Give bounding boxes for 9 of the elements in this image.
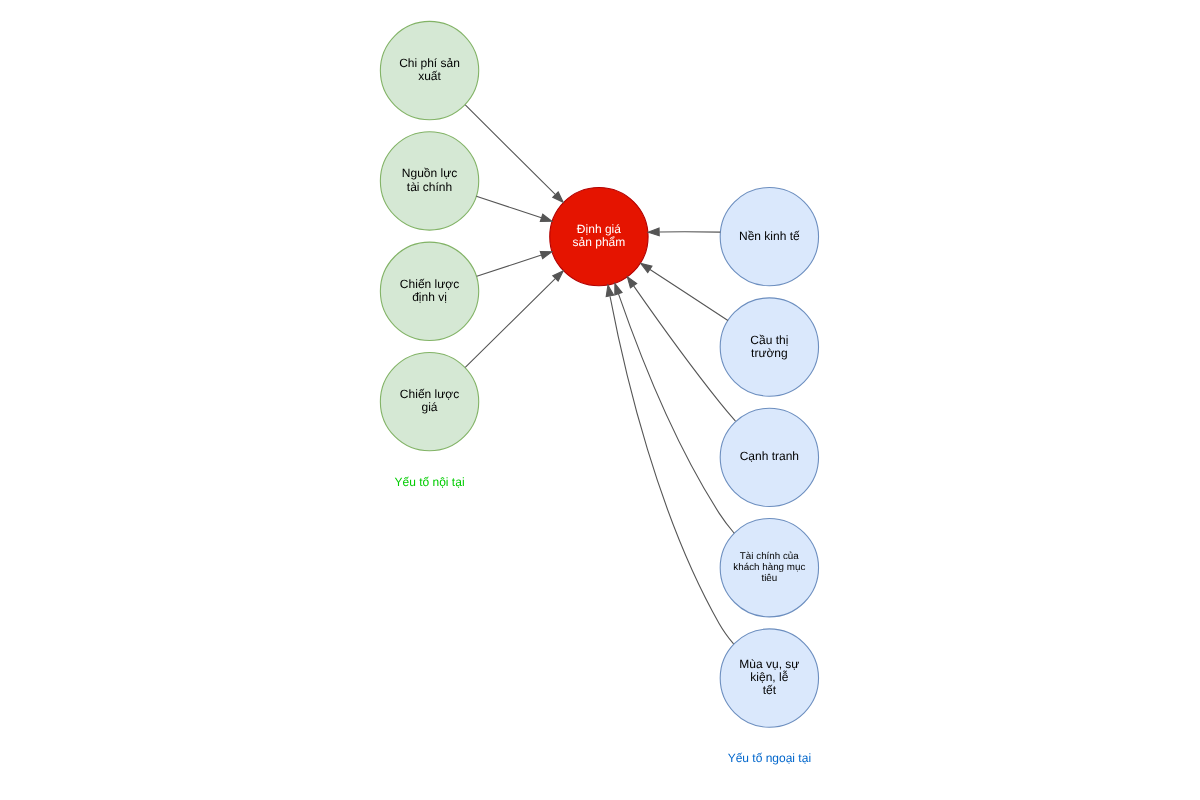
arrow [639, 262, 729, 322]
arrow [614, 281, 735, 534]
arrow [646, 227, 721, 237]
arrow [605, 283, 735, 645]
arrow [626, 275, 737, 422]
arrow [464, 269, 565, 368]
arrow [475, 195, 554, 223]
arrow [476, 250, 554, 277]
arrow [464, 104, 565, 204]
